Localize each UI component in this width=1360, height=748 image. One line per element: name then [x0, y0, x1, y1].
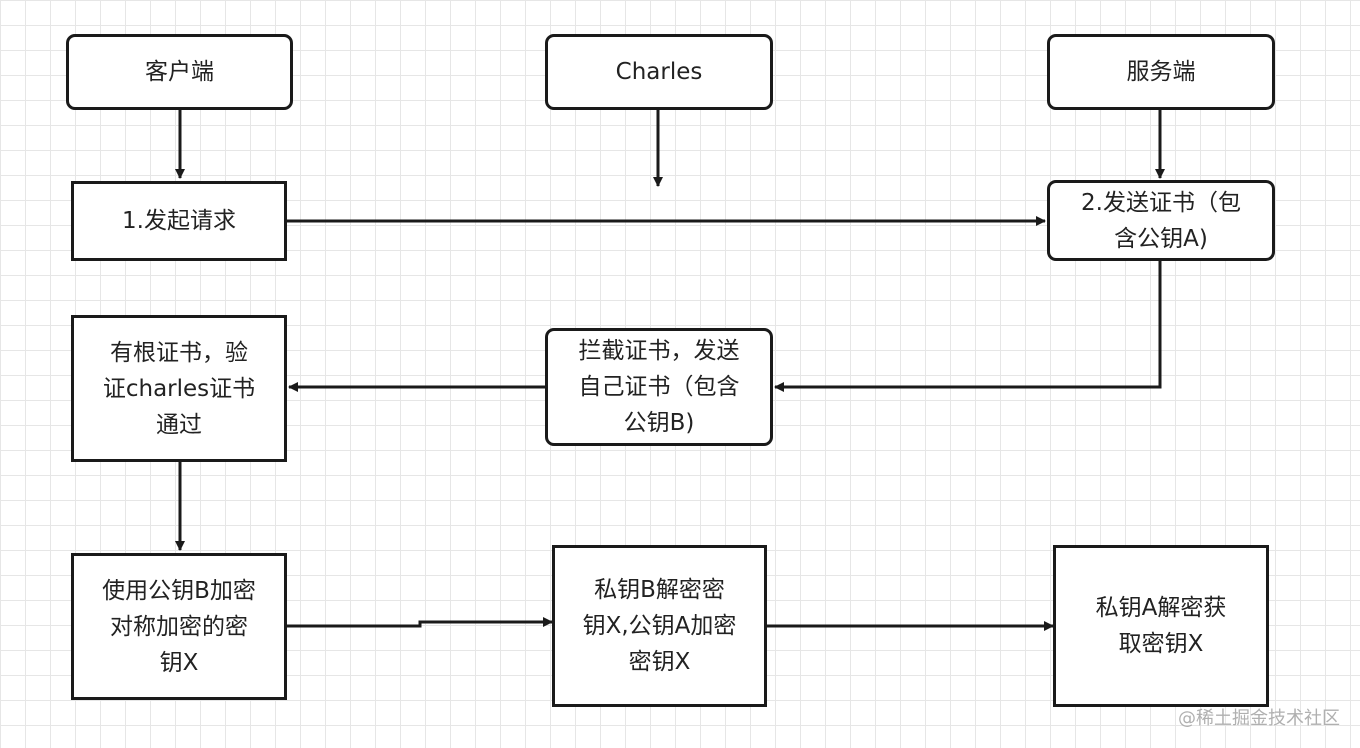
send-certificate-node: 2.发送证书（包 含公钥A) [1047, 180, 1275, 261]
encrypt-key-node: 使用公钥B加密 对称加密的密 钥X [71, 553, 287, 700]
decrypt-reencrypt-node: 私钥B解密密 钥X,公钥A加密 密钥X [552, 545, 767, 707]
charles-node: Charles [545, 34, 773, 110]
watermark: @稀土掘金技术社区 [1178, 708, 1340, 729]
verify-certificate-node: 有根证书，验 证charles证书 通过 [71, 315, 287, 462]
server-node: 服务端 [1047, 34, 1275, 110]
arrow-server-to-charles [774, 261, 1162, 392]
arrow-encrypt-to-decrypt [287, 617, 553, 628]
server-decrypt-node: 私钥A解密获 取密钥X [1053, 545, 1269, 707]
client-node: 客户端 [66, 34, 293, 110]
intercept-certificate-node: 拦截证书，发送 自己证书（包含 公钥B) [545, 328, 773, 446]
initiate-request-node: 1.发起请求 [71, 181, 287, 261]
